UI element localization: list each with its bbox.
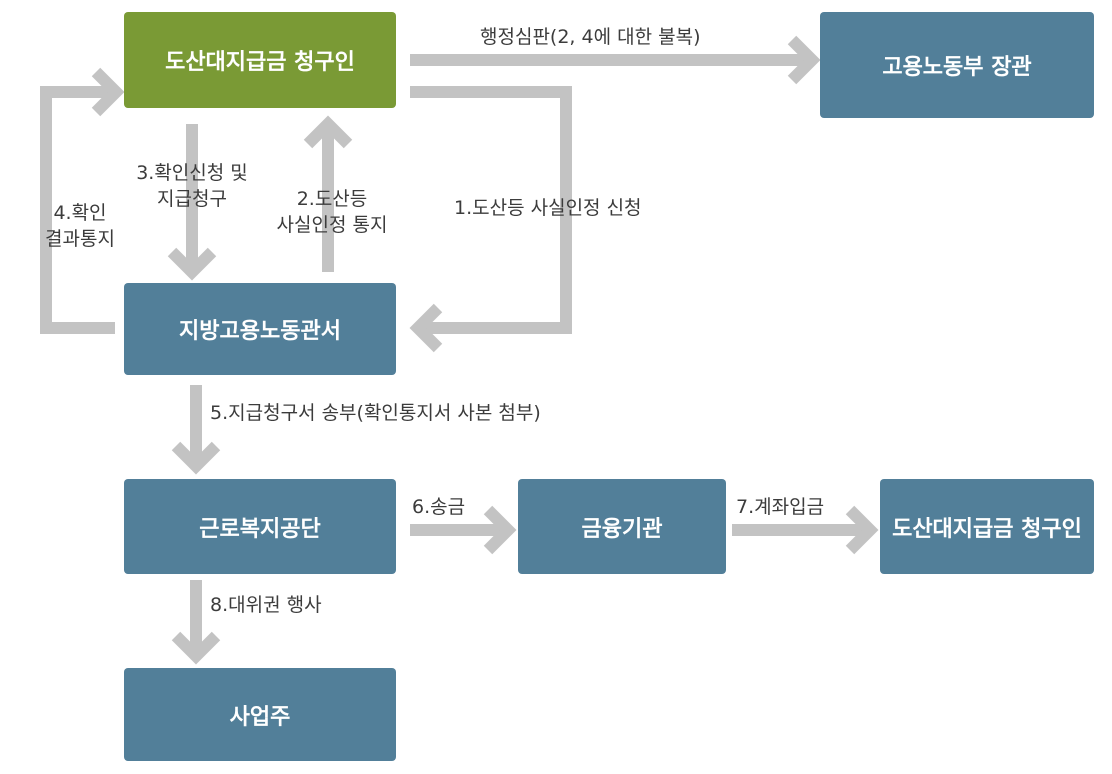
node-claimant: 도산대지급금 청구인 bbox=[124, 12, 396, 108]
label-step4-line2: 결과통지 bbox=[45, 228, 115, 250]
arrowhead-step3 bbox=[167, 247, 217, 281]
arrowhead-step6 bbox=[483, 505, 517, 555]
label-step7: 7.계좌입금 bbox=[736, 496, 825, 518]
node-minister: 고용노동부 장관 bbox=[820, 12, 1094, 118]
node-welfare-service: 근로복지공단 bbox=[124, 479, 396, 574]
arrowhead-step1 bbox=[409, 303, 443, 353]
arrow-step1 bbox=[410, 86, 572, 334]
node-claimant-final: 도산대지급금 청구인 bbox=[880, 479, 1094, 574]
label-step5: 5.지급청구서 송부(확인통지서 사본 첨부) bbox=[210, 402, 541, 424]
node-employer: 사업주 bbox=[124, 668, 396, 761]
node-regional-office: 지방고용노동관서 bbox=[124, 283, 396, 375]
label-step2-line1: 2.도산등 bbox=[296, 188, 368, 210]
label-step2-line2: 사실인정 통지 bbox=[276, 214, 388, 236]
arrowhead-step4 bbox=[91, 67, 125, 117]
node-financial-institution: 금융기관 bbox=[518, 479, 726, 574]
arrow-step4 bbox=[40, 86, 116, 334]
arrowhead-step8 bbox=[171, 631, 221, 665]
label-step4-line1: 4.확인 bbox=[53, 202, 107, 224]
label-step3-line1: 3.확인신청 및 bbox=[136, 162, 248, 184]
label-step4: 4.확인 결과통지 bbox=[28, 200, 132, 252]
label-step3: 3.확인신청 및 지급청구 bbox=[112, 160, 272, 212]
label-step6: 6.송금 bbox=[412, 496, 466, 518]
label-step3-line2: 지급청구 bbox=[157, 188, 227, 210]
label-step2: 2.도산등 사실인정 통지 bbox=[258, 186, 406, 238]
arrowhead-step5 bbox=[171, 441, 221, 475]
label-appeal: 행정심판(2, 4에 대한 불복) bbox=[480, 26, 701, 48]
arrowhead-step7 bbox=[845, 505, 879, 555]
label-step1: 1.도산등 사실인정 신청 bbox=[454, 197, 642, 219]
arrowhead-appeal bbox=[787, 35, 821, 85]
label-step8: 8.대위권 행사 bbox=[210, 594, 322, 616]
arrowhead-step2 bbox=[303, 115, 353, 149]
